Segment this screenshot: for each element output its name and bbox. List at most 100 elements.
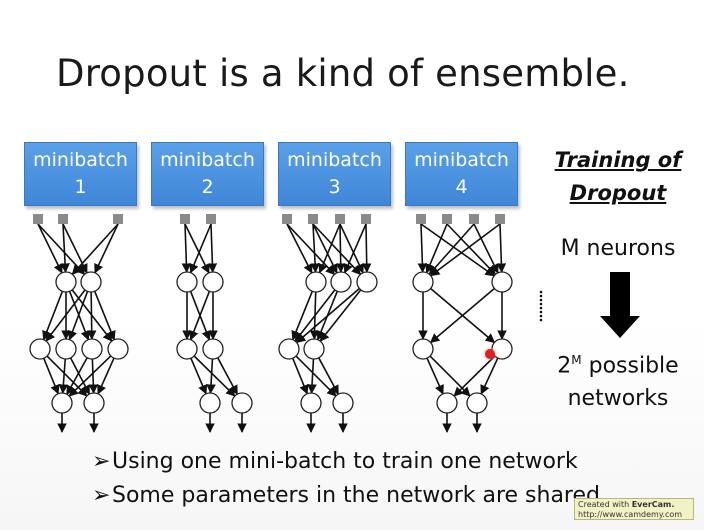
minibatch-number: 4 (455, 176, 468, 198)
bullet-item-2: ➢Some parameters in the network are shar… (92, 483, 600, 517)
connection-arrow (68, 291, 89, 341)
connection-arrow (312, 223, 338, 274)
input-unit (469, 214, 479, 224)
ellipsis-dot (539, 318, 543, 322)
connection-arrow (97, 357, 115, 395)
connection-arrow (307, 358, 317, 394)
connection-arrow (420, 223, 495, 277)
connection-arrow (312, 223, 362, 276)
connection-arrow (189, 223, 212, 274)
input-unit (416, 214, 426, 224)
neuron-node (412, 338, 434, 360)
networks-word: networks (567, 386, 669, 412)
neuron-node (466, 392, 488, 414)
minibatch-box-4: minibatch 4 (405, 142, 518, 206)
input-unit (206, 214, 216, 224)
bullet-arrow-icon: ➢ (92, 449, 111, 474)
connection-arrow (361, 223, 372, 273)
connection-arrow (295, 287, 360, 344)
neuron-node (176, 271, 198, 293)
minibatch-label: minibatch (33, 149, 128, 171)
connection-arrow (190, 357, 208, 395)
neuron-node (356, 271, 378, 293)
neuron-node (436, 392, 458, 414)
neuron-node (83, 392, 105, 414)
connection-arrow (319, 289, 362, 342)
input-unit (113, 214, 123, 224)
minibatch-number: 2 (201, 176, 214, 198)
neuron-node (55, 338, 77, 360)
connection-arrow (181, 223, 192, 273)
connection-arrow (480, 357, 499, 395)
evercam-watermark: Created with EverCam. http://www.camdemy… (574, 498, 694, 520)
connection-arrow (93, 290, 116, 341)
ellipsis-dot (539, 294, 543, 298)
connection-arrow (37, 223, 86, 276)
ellipsis-dot (539, 306, 543, 310)
connection-arrow (86, 291, 97, 340)
connection-arrow (94, 223, 119, 274)
possible-base: 2 (557, 353, 572, 379)
connection-arrow (310, 223, 320, 273)
training-of-dropout-heading: Training of Dropout (548, 144, 688, 210)
minibatch-box-2: minibatch 2 (151, 142, 264, 206)
connection-arrow (62, 223, 88, 274)
neuron-node (332, 392, 354, 414)
connection-arrow (193, 355, 236, 397)
input-unit (308, 214, 318, 224)
training-line-2: Dropout (569, 181, 667, 205)
connection-arrow (292, 357, 309, 395)
input-unit (335, 214, 345, 224)
connection-arrow (295, 355, 337, 397)
connection-arrow (429, 223, 501, 277)
connection-arrow (189, 291, 211, 341)
connection-arrow (343, 223, 367, 274)
connection-arrow (426, 357, 444, 395)
connection-arrow (294, 289, 336, 342)
connection-arrow (217, 357, 238, 396)
connection-arrow (318, 357, 339, 396)
watermark-url: http://www.camdemy.com (578, 510, 683, 519)
neuron-node (305, 271, 327, 293)
connection-arrow (446, 223, 497, 276)
connection-arrow (335, 223, 346, 273)
connection-arrow (496, 223, 507, 273)
input-unit (442, 214, 452, 224)
input-unit (33, 214, 43, 224)
connection-arrow (46, 355, 88, 397)
ellipsis-dot (539, 310, 543, 314)
ellipsis-dot (539, 298, 543, 302)
neuron-node (491, 338, 513, 360)
laser-pointer-dot (485, 349, 495, 359)
neuron-node (176, 338, 198, 360)
connection-arrow (339, 223, 364, 274)
connection-arrow (428, 223, 475, 275)
connection-arrow (453, 355, 496, 397)
bullet-text: Some parameters in the network are share… (112, 483, 600, 508)
ellipsis-dot (539, 314, 543, 318)
bullet-arrow-icon: ➢ (92, 483, 111, 508)
possible-exponent: M (571, 353, 582, 367)
neuron-node (55, 271, 77, 293)
connection-arrow (429, 287, 495, 344)
watermark-brand: EverCam. (631, 500, 675, 509)
minibatch-label: minibatch (414, 149, 509, 171)
connection-arrow (425, 223, 448, 274)
minibatch-label: minibatch (287, 149, 382, 171)
minibatch-label: minibatch (160, 149, 255, 171)
neuron-node (202, 338, 224, 360)
connection-arrow (473, 223, 499, 274)
possible-networks-label: 2M possible networks (548, 344, 688, 415)
connection-arrow (58, 358, 69, 394)
neuron-node (202, 271, 224, 293)
minibatch-box-1: minibatch 1 (24, 142, 137, 206)
connection-arrow (429, 355, 471, 397)
bullet-item-1: ➢Using one mini-batch to train one netwo… (92, 449, 600, 483)
slide-title: Dropout is a kind of ensemble. (56, 52, 630, 95)
neuron-node (491, 271, 513, 293)
neuron-node (330, 271, 352, 293)
input-unit (282, 214, 292, 224)
m-neurons-label: M neurons (560, 236, 676, 261)
training-line-1: Training of (554, 148, 682, 172)
